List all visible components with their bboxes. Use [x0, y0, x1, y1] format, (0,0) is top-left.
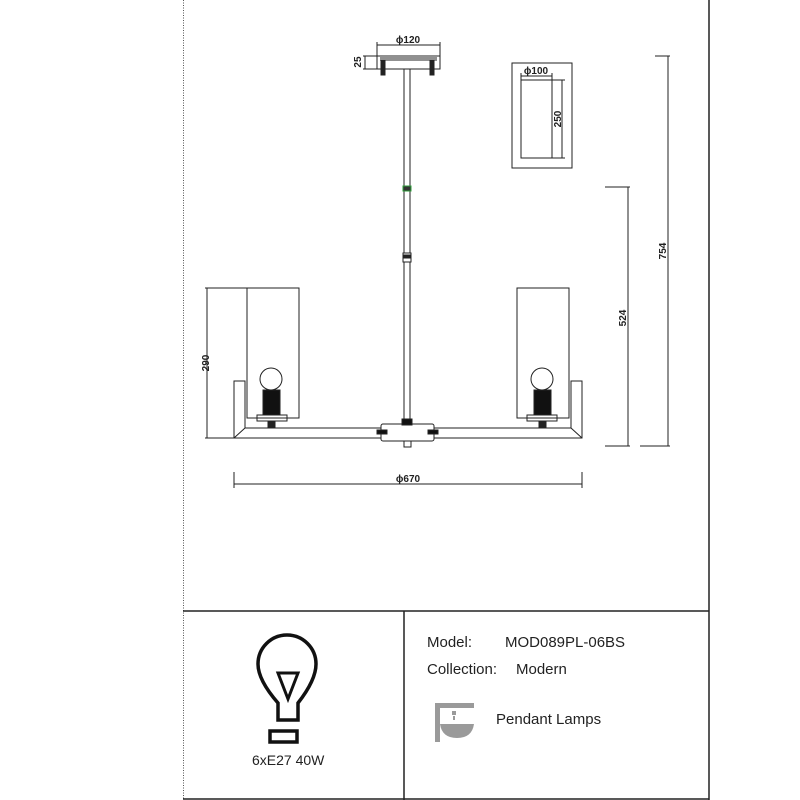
socket-left	[262, 389, 281, 416]
socket-right	[533, 389, 552, 416]
shade-detail-box	[511, 62, 573, 169]
dim-shade-height: 250	[553, 110, 564, 127]
shade-detail	[520, 79, 553, 159]
collection-value: Modern	[516, 661, 567, 678]
canopy-screw	[380, 60, 386, 76]
dim-shade-diameter: ϕ100	[524, 66, 549, 77]
dim-canopy-height: 25	[353, 56, 364, 68]
dim-body-height: 524	[618, 309, 629, 326]
model-label: Model:	[427, 634, 473, 651]
dim-overall-diameter: ϕ670	[396, 474, 421, 485]
dim-arm-height: 290	[201, 354, 212, 371]
dim-overall-height: 754	[658, 242, 669, 259]
hub	[380, 423, 435, 442]
rod	[403, 68, 411, 426]
canopy-screw	[429, 60, 435, 76]
light-bulb-icon	[256, 633, 318, 744]
rod-coupler	[402, 185, 412, 192]
bulb-spec: 6xE27 40W	[252, 752, 325, 768]
shade-left	[246, 287, 300, 419]
lamp-type: Pendant Lamps	[496, 711, 602, 728]
pendant-lamp-icon	[435, 703, 474, 742]
shade-right	[516, 287, 570, 419]
collection-label: Collection:	[427, 661, 498, 678]
model-value: MOD089PL-06BS	[505, 634, 626, 651]
chandelier-drawing	[205, 42, 670, 488]
bulb-right	[530, 367, 554, 391]
dim-canopy-diameter: ϕ120	[396, 35, 421, 46]
bulb-left	[259, 367, 283, 391]
